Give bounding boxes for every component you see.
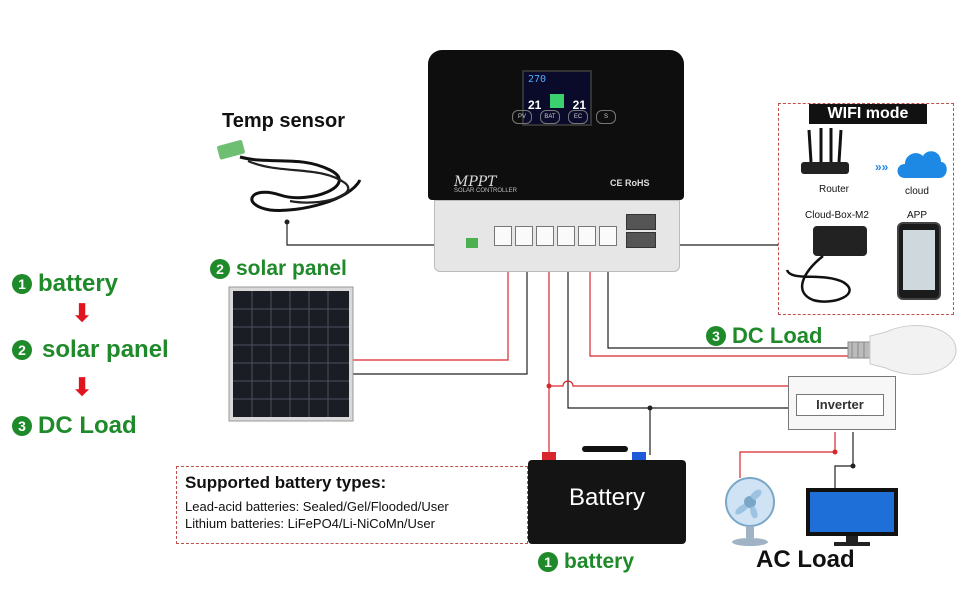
ac-wire-red — [739, 432, 836, 478]
inverter-device: Inverter — [788, 376, 898, 432]
s-button[interactable]: S — [596, 110, 616, 124]
temp-sensor-label: Temp sensor — [222, 110, 345, 132]
solar-panel-heading: 2 solar panel — [210, 257, 347, 281]
phone-app-icon — [897, 222, 941, 300]
pv-button[interactable]: PV — [512, 110, 532, 124]
step-3-badge: 3 — [12, 416, 32, 436]
inverter-wire-red — [549, 380, 790, 387]
controller-buttons: PV BAT EC S — [512, 110, 616, 124]
supported-title: Supported battery types: — [185, 473, 387, 492]
temp-wire-node — [284, 219, 290, 225]
fan-icon — [725, 477, 775, 546]
solar-panel-image — [228, 286, 354, 422]
router-label: Router — [819, 184, 850, 195]
ec-button[interactable]: EC — [568, 110, 588, 124]
rj45-port-2 — [626, 232, 656, 248]
step-1-label: battery — [38, 270, 119, 297]
supported-line-2: Lithium batteries: LiFePO4/Li-NiCoMn/Use… — [185, 516, 435, 531]
step-1-badge: 1 — [12, 274, 32, 294]
temp-sensor-image — [217, 140, 362, 212]
step-1-battery: 1 battery — [12, 270, 118, 298]
router-icon — [801, 128, 849, 174]
down-arrow-2: ⬇ — [72, 374, 93, 401]
mppt-controller: 270 21 21 PV BAT EC S MPPT SOLAR CONTROL… — [428, 50, 684, 282]
lcd-right: 21 — [572, 98, 586, 112]
step-2-badge: 2 — [12, 340, 32, 360]
lcd-top: 270 — [528, 74, 547, 85]
wifi-mode-title: WIFI mode — [809, 104, 927, 124]
mppt-logo: MPPT — [454, 174, 497, 190]
down-arrow-1: ⬇ — [72, 300, 93, 327]
cloud-label: cloud — [905, 186, 929, 197]
solar-panel-label: solar panel — [236, 257, 347, 280]
supported-battery-box: Supported battery types: Lead-acid batte… — [176, 466, 528, 544]
solar-wire-red — [352, 245, 509, 361]
battery-heading: 1 battery — [538, 550, 634, 574]
step-2-solar-panel: 2 solar panel — [12, 336, 169, 364]
dc-load-badge: 3 — [706, 326, 726, 346]
ac-wire-black — [834, 432, 854, 490]
lcd-left: 21 — [528, 98, 542, 112]
app-label: APP — [907, 210, 928, 221]
bat-button[interactable]: BAT — [540, 110, 560, 124]
monitor-icon — [806, 488, 898, 546]
battery-positive-terminal — [542, 452, 556, 462]
step-2-label: solar panel — [42, 336, 169, 363]
step-3-dc-load: 3 DC Load — [12, 412, 137, 440]
battery-step-label: battery — [564, 550, 635, 573]
signal-arrows-icon: »» — [875, 160, 889, 174]
battery-wire-black — [567, 245, 651, 455]
step-3-label: DC Load — [38, 412, 137, 439]
battery-device: Battery — [528, 446, 686, 544]
cloud-box-label: Cloud-Box-M2 — [805, 210, 869, 221]
battery-badge: 1 — [538, 552, 558, 572]
ac-load-label: AC Load — [756, 546, 855, 573]
dc-load-heading: 3 DC Load — [706, 323, 822, 349]
rj45-port-1 — [626, 214, 656, 230]
wifi-mode-panel: WIFI mode Router »» cloud Cloud-Box-M2 A… — [778, 103, 954, 315]
dc-load-label: DC Load — [732, 323, 823, 348]
solar-wire-black — [352, 245, 528, 375]
battery-label: Battery — [568, 484, 646, 511]
mppt-subtitle: SOLAR CONTROLLER — [454, 188, 518, 194]
lcd-screen: 270 21 21 — [522, 70, 592, 126]
dc-load-wire-red — [589, 245, 850, 357]
cloud-box-device — [785, 226, 867, 303]
ce-rohs-mark: CE RoHS — [610, 178, 650, 188]
cloud-icon — [897, 151, 947, 178]
battery-negative-terminal — [632, 452, 646, 462]
dc-load-wire-black — [607, 245, 850, 349]
terminal-block — [494, 226, 617, 246]
solar-badge: 2 — [210, 259, 230, 279]
lcd-battery-icon — [550, 94, 564, 108]
temp-port — [466, 238, 478, 248]
light-bulb-icon — [847, 325, 957, 375]
inverter-label: Inverter — [796, 394, 884, 416]
supported-line-1: Lead-acid batteries: Sealed/Gel/Flooded/… — [185, 499, 449, 514]
